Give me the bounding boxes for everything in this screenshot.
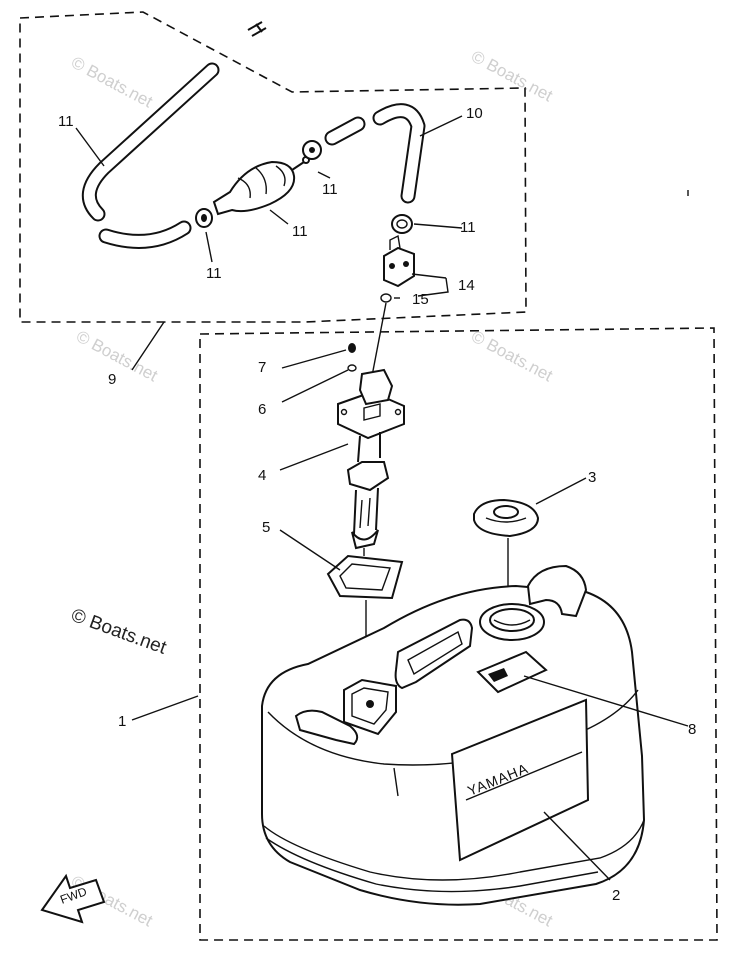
callout-11: 11 bbox=[206, 265, 222, 282]
callout-14: 14 bbox=[458, 277, 475, 294]
fuel-connector bbox=[383, 234, 415, 288]
callout-9: 9 bbox=[108, 371, 116, 388]
callout-11: 11 bbox=[460, 219, 476, 236]
forward-arrow: FWD bbox=[40, 873, 106, 924]
watermark-copyright: © Boats.net bbox=[68, 605, 169, 659]
fuel-hose-12 bbox=[81, 62, 220, 249]
callout-15: 15 bbox=[412, 291, 429, 308]
watermark: © Boats.net bbox=[68, 53, 156, 112]
callout-12: 11 bbox=[58, 113, 74, 130]
hose-clamp bbox=[302, 140, 322, 160]
watermark: © Boats.net bbox=[468, 47, 556, 106]
primer-bulb bbox=[212, 156, 310, 216]
leader-lines bbox=[75, 115, 689, 881]
callout-4: 4 bbox=[258, 467, 266, 484]
callout-7: 7 bbox=[258, 359, 266, 376]
hose-clamp bbox=[391, 214, 413, 234]
gasket bbox=[326, 554, 404, 600]
assembly-line bbox=[371, 302, 387, 377]
hose-end-connector bbox=[247, 21, 267, 37]
callout-8: 8 bbox=[688, 721, 696, 738]
callout-1: 1 bbox=[118, 713, 126, 730]
callout-11: 11 bbox=[322, 181, 338, 198]
callout-numbers: 11 10 11 11 11 11 14 15 9 7 6 4 5 3 1 8 … bbox=[58, 105, 696, 904]
fuel-hose-10 bbox=[372, 103, 426, 204]
callout-3: 3 bbox=[588, 469, 596, 486]
callout-13: 11 bbox=[292, 223, 308, 240]
fuel-joint-assembly bbox=[337, 368, 405, 556]
watermark: © Boats.net bbox=[468, 327, 556, 386]
fuel-tank-body: YAMAHA bbox=[261, 564, 646, 906]
fuel-tank-group-box bbox=[199, 327, 718, 941]
screw bbox=[348, 343, 356, 353]
callout-10: 10 bbox=[466, 105, 483, 122]
washer bbox=[347, 364, 357, 372]
fuel-hose-segment bbox=[324, 116, 366, 146]
fuel-cap bbox=[473, 498, 540, 538]
callout-2: 2 bbox=[612, 887, 620, 904]
fuel-line-group-box bbox=[19, 11, 527, 323]
watermark: © Boats.net bbox=[73, 327, 161, 386]
o-ring bbox=[380, 293, 392, 303]
callout-5: 5 bbox=[262, 519, 270, 536]
hose-clamp bbox=[195, 208, 213, 228]
callout-6: 6 bbox=[258, 401, 266, 418]
